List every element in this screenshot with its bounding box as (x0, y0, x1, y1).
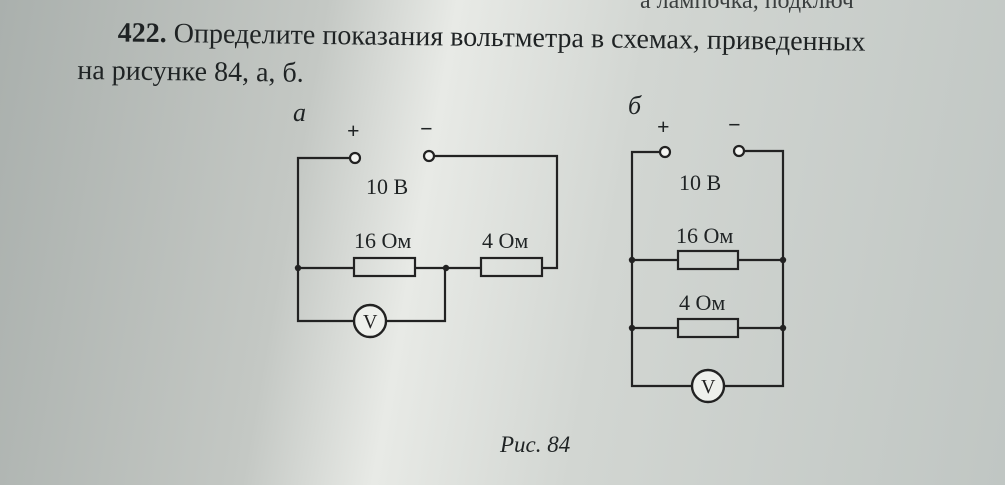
figure-b-minus-sign: − (728, 112, 741, 137)
circuit-a-left-top-wire (296, 156, 355, 268)
voltmeter-a-symbol: V (363, 311, 378, 333)
figure-a-label: а (293, 98, 306, 127)
circuit-a-right-top-wire (429, 154, 559, 270)
resistor-a-4-ohm (479, 256, 544, 278)
figure-a-resistor-16-label: 16 Ом (354, 228, 412, 253)
figure-b-resistor-4-label: 4 Ом (679, 290, 726, 315)
figure-a-plus-sign: + (347, 118, 360, 143)
figure-a-resistor-4-label: 4 Ом (482, 228, 529, 253)
resistor-b-16-ohm (676, 249, 740, 271)
circuit-b: V (628, 144, 787, 404)
voltmeter-b-symbol: V (701, 376, 716, 398)
junction-a-middle (442, 264, 450, 272)
terminal-b-plus (658, 145, 672, 159)
figure-a-minus-sign: − (420, 116, 433, 141)
terminal-b-minus (732, 144, 746, 158)
circuit-a: V (294, 149, 559, 339)
junction-b-4-right (779, 324, 787, 332)
figure-b-resistor-16-label: 16 Ом (676, 223, 734, 248)
resistor-a-16-ohm (352, 256, 417, 278)
figure-caption: Рис. 84 (500, 432, 571, 457)
resistor-b-4-ohm (676, 317, 740, 339)
figure-a-voltage: 10 В (366, 174, 409, 199)
voltmeter-a (352, 303, 388, 339)
figure-b-voltage: 10 В (679, 170, 722, 195)
junction-b-16-right (779, 256, 787, 264)
voltmeter-a-loop (296, 268, 447, 323)
terminal-a-plus (348, 151, 362, 165)
terminal-a-minus (422, 149, 436, 163)
voltmeter-b (690, 368, 726, 404)
circuit-b-left-wire (630, 150, 692, 388)
cropped-top-line: а лампочка, подключ (640, 0, 854, 14)
junction-b-16-left (628, 256, 636, 264)
figure-b-plus-sign: + (657, 114, 670, 139)
junction-a-left (294, 264, 302, 272)
figure-b-label: б (628, 91, 642, 120)
circuit-b-right-wire (724, 149, 785, 388)
junction-b-4-left (628, 324, 636, 332)
